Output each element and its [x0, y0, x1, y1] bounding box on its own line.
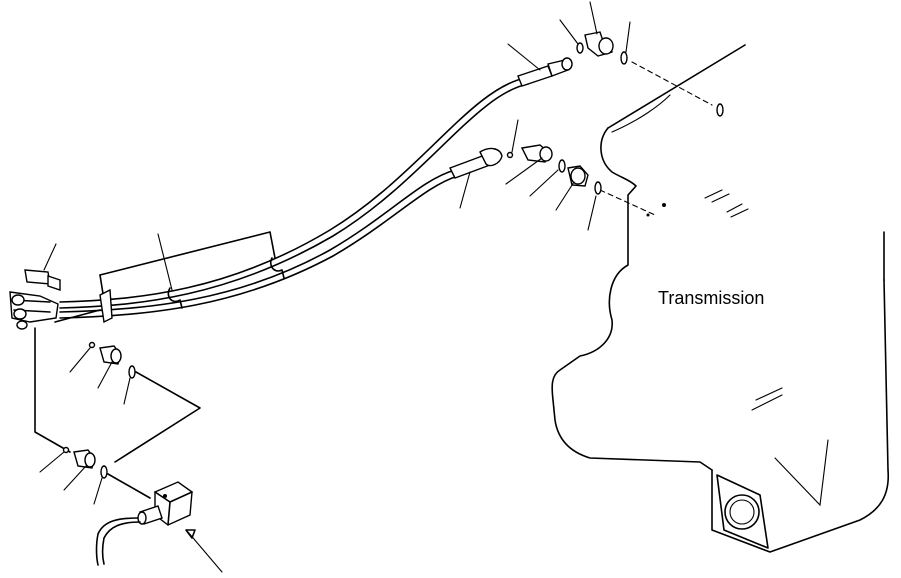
lower-hose: [59, 147, 503, 319]
leader-lines: [39, 1, 631, 573]
transmission-housing: [551, 44, 890, 553]
transmission-label: Transmission: [658, 288, 764, 308]
dashed-connector: [599, 61, 724, 217]
upper-hose: [59, 57, 573, 309]
sensor-block: [95, 481, 193, 566]
middle-right-fittings: [506, 144, 602, 195]
left-fitting-cluster: [9, 269, 101, 453]
left-valve-fittings: [62, 341, 201, 499]
hose-clamp-bracket: [99, 231, 285, 324]
upper-right-fittings: [576, 31, 628, 65]
